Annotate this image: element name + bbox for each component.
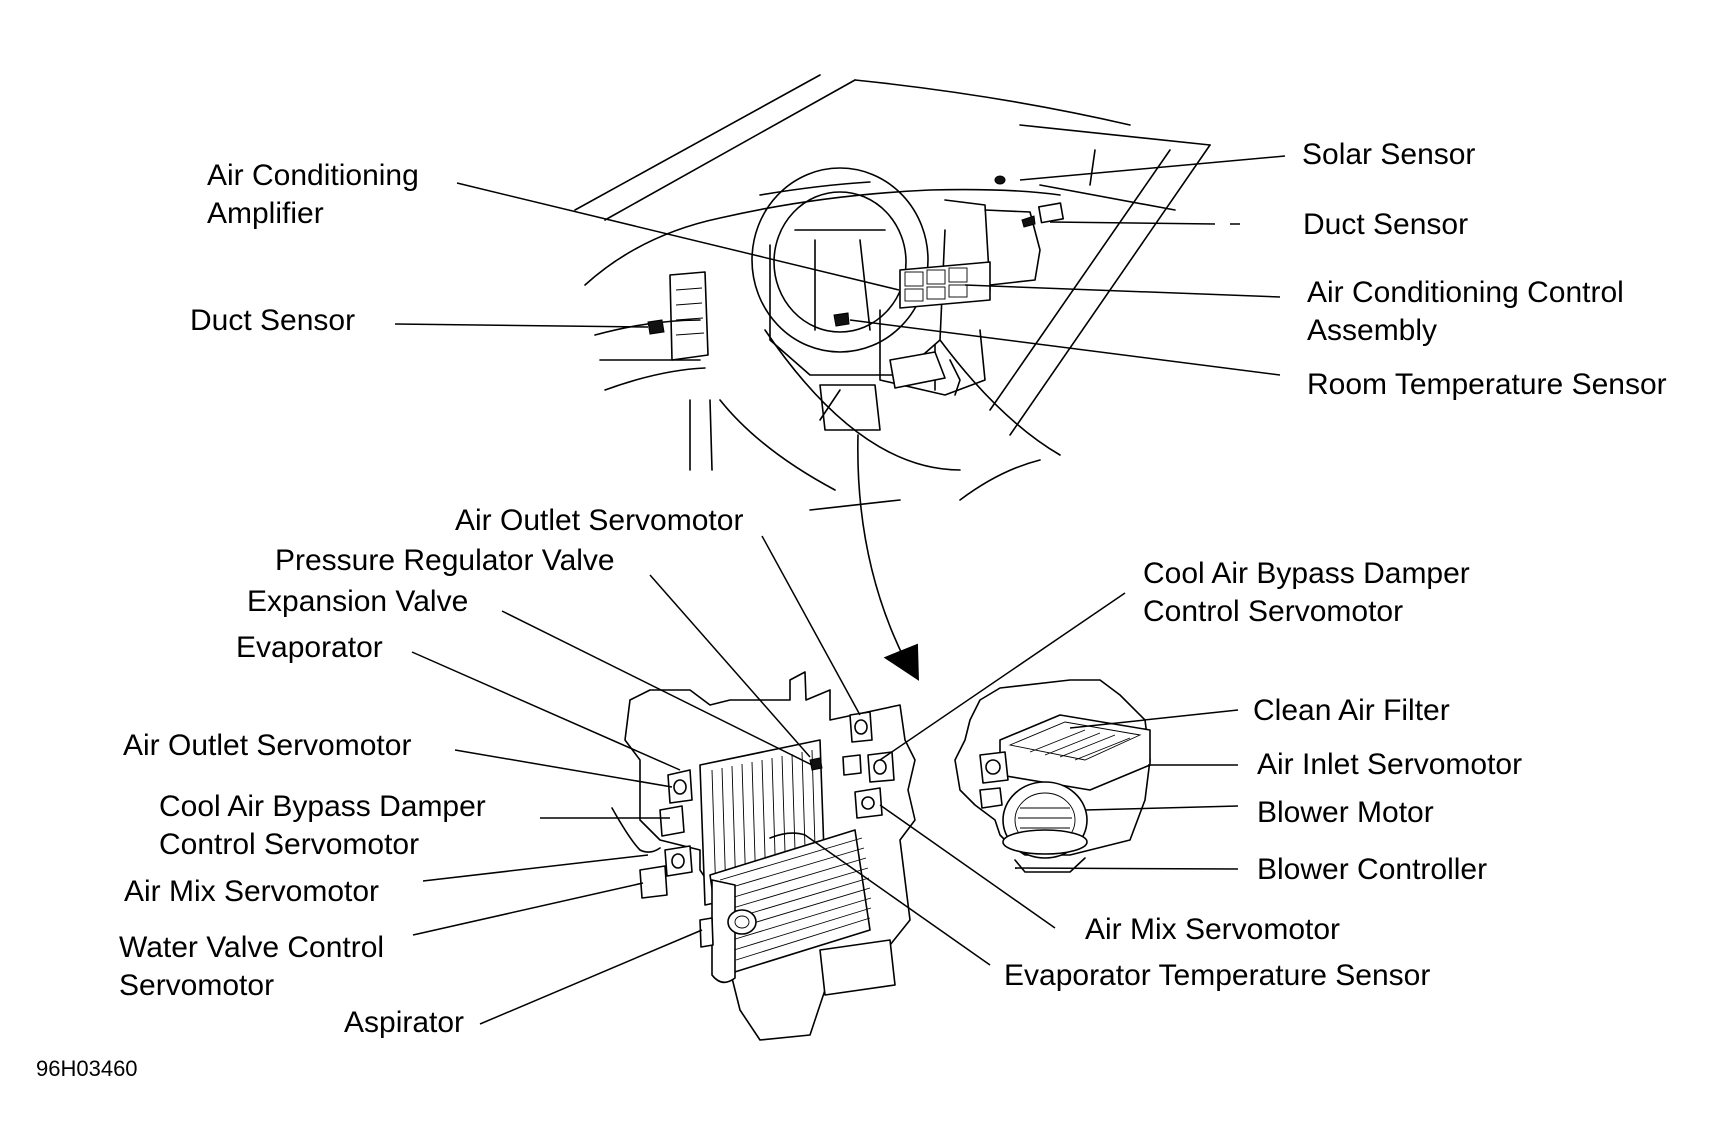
label-air-mix-servomotor-right: Air Mix Servomotor bbox=[1085, 913, 1340, 946]
label-air-outlet-servomotor-left: Air Outlet Servomotor bbox=[123, 729, 411, 762]
label-evaporator-temperature-sensor: Evaporator Temperature Sensor bbox=[1004, 959, 1430, 992]
figure-code: 96H03460 bbox=[36, 1056, 138, 1081]
component-labels: Air Conditioning Amplifier Duct Sensor S… bbox=[36, 138, 1667, 1081]
label-evaporator: Evaporator bbox=[236, 631, 383, 664]
label-cool-air-bypass-left-line1: Cool Air Bypass Damper bbox=[159, 790, 486, 823]
label-duct-sensor-left: Duct Sensor bbox=[190, 304, 355, 337]
label-room-temperature-sensor: Room Temperature Sensor bbox=[1307, 368, 1667, 401]
leader-lines bbox=[394, 155, 1286, 1025]
label-cool-air-bypass-right-line1: Cool Air Bypass Damper bbox=[1143, 557, 1470, 590]
label-cool-air-bypass-right-line2: Control Servomotor bbox=[1143, 595, 1403, 628]
label-pressure-regulator-valve: Pressure Regulator Valve bbox=[275, 544, 615, 577]
label-water-valve-line2: Servomotor bbox=[119, 969, 274, 1002]
label-cool-air-bypass-left-line2: Control Servomotor bbox=[159, 828, 419, 861]
dashboard-illustration bbox=[574, 74, 1211, 511]
hvac-unit-illustration bbox=[611, 671, 916, 1041]
label-air-conditioning-amplifier-line1: Air Conditioning bbox=[207, 159, 419, 192]
label-ac-control-assembly-line1: Air Conditioning Control bbox=[1307, 276, 1624, 309]
label-aspirator: Aspirator bbox=[344, 1006, 464, 1039]
blower-unit-illustration bbox=[954, 679, 1151, 873]
label-blower-motor: Blower Motor bbox=[1257, 796, 1434, 829]
label-air-mix-servomotor-left: Air Mix Servomotor bbox=[124, 875, 379, 908]
label-solar-sensor: Solar Sensor bbox=[1302, 138, 1475, 171]
label-air-outlet-servomotor-top: Air Outlet Servomotor bbox=[455, 504, 743, 537]
label-duct-sensor-right: Duct Sensor bbox=[1303, 208, 1468, 241]
label-air-inlet-servomotor: Air Inlet Servomotor bbox=[1257, 748, 1522, 781]
label-blower-controller: Blower Controller bbox=[1257, 853, 1487, 886]
label-expansion-valve: Expansion Valve bbox=[247, 585, 468, 618]
label-ac-control-assembly-line2: Assembly bbox=[1307, 314, 1437, 347]
label-clean-air-filter: Clean Air Filter bbox=[1253, 694, 1450, 727]
label-air-conditioning-amplifier-line2: Amplifier bbox=[207, 197, 324, 230]
location-arrow bbox=[857, 434, 919, 681]
label-water-valve-line1: Water Valve Control bbox=[119, 931, 384, 964]
